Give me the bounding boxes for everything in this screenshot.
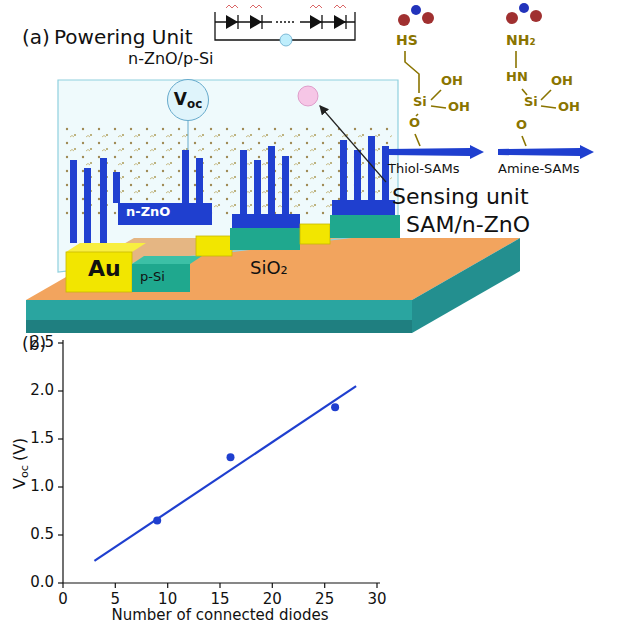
tick-label: 2.0 bbox=[30, 382, 54, 399]
axis-title: Number of connected diodes bbox=[112, 607, 329, 624]
layer-label: n-ZnO bbox=[126, 205, 170, 220]
voltage-subscript: oc bbox=[187, 97, 202, 111]
substrate-label: SiO₂ bbox=[250, 258, 288, 279]
arrow-shape bbox=[498, 145, 594, 159]
voltage-symbol: V bbox=[174, 89, 187, 109]
electrode-label: Au bbox=[88, 256, 121, 281]
tick-label: 0.5 bbox=[30, 526, 54, 543]
chemical-group: OH bbox=[558, 100, 580, 115]
tick-label: 5 bbox=[111, 591, 121, 608]
tick-label: 10 bbox=[158, 591, 177, 608]
tick-label: 1.5 bbox=[30, 430, 54, 447]
chemical-group: OH bbox=[551, 74, 573, 89]
unit-title: Powering Unit bbox=[54, 26, 192, 49]
substrate-arrow: Thiol-SAMs bbox=[388, 145, 488, 177]
axis-title: Voc (V) bbox=[12, 437, 33, 488]
axis-title-part: V bbox=[11, 478, 30, 489]
chemical-group: Si bbox=[524, 95, 538, 110]
chemical-group: OH bbox=[441, 74, 463, 89]
axis-title-part: (V) bbox=[11, 437, 30, 460]
voltage-circle: Voc bbox=[167, 79, 209, 121]
unit-title: Sensing unit bbox=[392, 184, 529, 209]
substrate-arrow: Amine-SAMs bbox=[498, 145, 598, 177]
chemical-group: O bbox=[516, 118, 527, 133]
arrow-body bbox=[498, 145, 594, 159]
junction-label: n-ZnO/p-Si bbox=[128, 50, 214, 68]
tick-label: 30 bbox=[367, 591, 386, 608]
unit-label: SAM/n-ZnO bbox=[406, 212, 530, 237]
axis-title-part: oc bbox=[18, 465, 31, 478]
arrow-shape bbox=[388, 145, 484, 159]
molecule-name: Amine-SAMs bbox=[498, 162, 598, 177]
chemical-group: HS bbox=[396, 32, 418, 48]
arrow-body bbox=[388, 145, 484, 159]
chemical-group: Si bbox=[413, 95, 427, 110]
chemical-group: OH bbox=[448, 100, 470, 115]
tick-label: 0 bbox=[58, 591, 68, 608]
molecule-name: Thiol-SAMs bbox=[388, 162, 488, 177]
tick-label: 15 bbox=[210, 591, 229, 608]
panel-letter: (a) bbox=[22, 26, 50, 49]
tick-label: 1.0 bbox=[30, 478, 54, 495]
chemical-group: NH₂ bbox=[506, 32, 536, 48]
tick-label: 0.0 bbox=[30, 574, 54, 591]
tick-label: 20 bbox=[263, 591, 282, 608]
tick-label: 25 bbox=[315, 591, 334, 608]
chemical-group: HN bbox=[506, 70, 528, 85]
tick-label: 2.5 bbox=[30, 334, 54, 351]
layer-label: p-Si bbox=[140, 270, 165, 285]
chemical-group: O bbox=[409, 116, 420, 131]
voltage-label: Voc bbox=[174, 89, 202, 111]
